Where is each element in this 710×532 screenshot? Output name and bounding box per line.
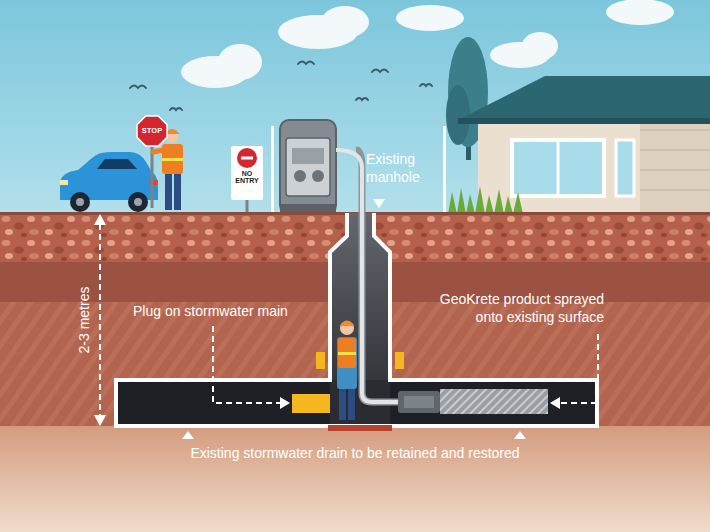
car-part — [60, 180, 68, 185]
clouds-part — [522, 32, 558, 60]
ground — [0, 212, 710, 532]
leader-arrows-part — [99, 224, 101, 416]
birds — [130, 62, 432, 111]
birds-part — [420, 84, 432, 86]
traffic-worker-part — [165, 172, 172, 210]
stormwater-pipe-part — [292, 394, 330, 413]
leader-arrows-part — [213, 326, 282, 403]
stormwater-pipe-part — [328, 425, 392, 431]
geokrete-label: GeoKrete product sprayed onto existing s… — [424, 290, 604, 326]
house-part — [640, 149, 710, 151]
arrow-heads-part — [182, 431, 194, 439]
arrow-heads-part — [94, 214, 106, 225]
birds-part — [356, 98, 368, 100]
house-part — [458, 118, 710, 124]
arrow-heads-part — [94, 415, 106, 426]
birds-part — [298, 62, 314, 65]
clouds-part — [606, 0, 674, 25]
house-part — [640, 116, 710, 214]
birds-part — [130, 86, 146, 89]
clouds-part — [218, 44, 262, 80]
spray-rig — [336, 150, 548, 414]
plug-label: Plug on stormwater main — [133, 302, 288, 320]
shaft-worker — [337, 321, 357, 421]
sign-text-box: STOP — [142, 127, 162, 135]
grass — [448, 186, 523, 214]
car-part — [70, 192, 90, 212]
house-part — [640, 169, 710, 171]
house-part — [458, 76, 710, 120]
shaft-worker-part — [340, 321, 354, 335]
car-part — [60, 152, 158, 200]
no-entry-post — [247, 198, 248, 214]
clouds-part — [321, 6, 369, 38]
shaft-worker-part — [337, 337, 357, 389]
no-entry-bar — [241, 157, 253, 160]
house-part — [640, 129, 710, 131]
no-entry-disc — [237, 148, 257, 168]
house-part — [640, 189, 710, 191]
pump-machine-part — [292, 148, 324, 164]
depth-dimension: 2-3 metres — [75, 287, 93, 354]
ground-part — [0, 426, 710, 532]
manhole-label: Existing manhole — [366, 150, 440, 186]
sign-text: NO ENTRY — [233, 170, 261, 185]
stormwater-pipe-part — [316, 352, 325, 369]
house — [458, 76, 710, 214]
tree-part — [446, 85, 470, 145]
pump-machine-part — [286, 138, 330, 196]
house-part — [557, 140, 560, 196]
shaft-worker-part — [338, 352, 356, 355]
birds-part — [170, 108, 182, 110]
arrow-heads-part — [373, 199, 385, 208]
sign-symbol — [231, 146, 263, 170]
sign-text-box: NO ENTRY — [233, 170, 261, 185]
octagon-shape — [137, 116, 167, 146]
pump-machine-part — [280, 120, 336, 214]
car — [60, 152, 158, 212]
drain-label: Existing stormwater drain to be retained… — [190, 444, 519, 462]
shaft-worker-part — [340, 321, 355, 327]
arrow-heads-part — [550, 397, 560, 409]
clouds-part — [396, 5, 464, 31]
leader-arrows-part — [558, 334, 598, 403]
sky-part — [0, 0, 710, 215]
car-part — [134, 198, 142, 206]
stormwater-pipe-part — [395, 352, 404, 369]
car-part — [97, 159, 137, 169]
no-entry-sign: NO ENTRY — [231, 146, 263, 200]
no-entry-post-part — [246, 198, 249, 214]
house-part — [478, 116, 710, 214]
shaft-worker-part — [348, 386, 355, 420]
shaft-worker-part — [339, 386, 346, 420]
sign-text: STOP — [142, 127, 162, 135]
grass-part — [448, 186, 523, 214]
pump-machine — [280, 120, 336, 214]
sky — [0, 0, 710, 215]
traffic-worker-part — [153, 150, 164, 152]
car-part — [76, 198, 84, 206]
house-part — [512, 140, 604, 196]
spray-rig-part — [404, 396, 434, 408]
clouds — [181, 0, 674, 88]
spray-rig-part — [398, 391, 440, 413]
house-part — [616, 140, 634, 196]
traffic-worker-part — [174, 172, 181, 210]
arrow-heads-part — [514, 431, 526, 439]
spray-rig-part — [336, 150, 400, 402]
fence-posts-part — [271, 126, 274, 214]
pump-machine-part — [312, 170, 324, 182]
fence-posts-part — [443, 126, 446, 214]
birds-part — [372, 70, 388, 73]
pump-machine-part — [294, 170, 306, 182]
car-part — [128, 192, 148, 212]
stop-sign: STOP — [137, 116, 167, 146]
spray-rig-part — [440, 389, 548, 414]
traffic-worker-part — [162, 158, 183, 161]
shaft-worker-part — [338, 338, 356, 368]
arrow-heads-part — [280, 397, 290, 409]
